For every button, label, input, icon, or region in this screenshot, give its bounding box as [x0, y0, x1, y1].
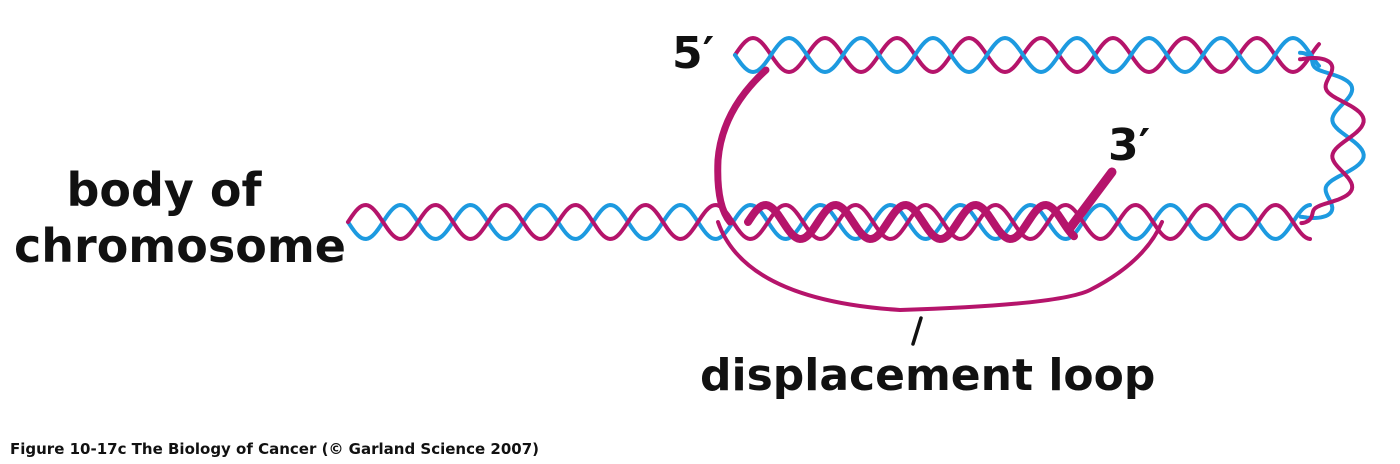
body-of-chromosome-line2: chromosome	[14, 219, 346, 273]
displaced-strand-loop	[716, 220, 1164, 313]
right-curve-helix	[1298, 50, 1366, 226]
top-strand-blue	[733, 35, 1321, 75]
five-prime-label: 5′	[672, 28, 715, 79]
invading-3prime-strand	[744, 200, 1078, 244]
top-strand-magenta	[733, 35, 1321, 75]
five-prime-strand-end	[714, 66, 770, 226]
top-double-helix	[733, 35, 1321, 75]
invading-strand-thick	[744, 200, 1078, 244]
body-of-chromosome-line1: body of	[66, 163, 262, 217]
right-strand-magenta	[1298, 56, 1366, 226]
three-prime-label: 3′	[1108, 120, 1151, 171]
displacement-loop-pointer	[911, 316, 923, 346]
body-of-chromosome-label: body of chromosome	[14, 162, 346, 274]
figure-caption: Figure 10-17c The Biology of Cancer (© G…	[10, 440, 539, 458]
three-prime-strand-tail	[1065, 167, 1117, 233]
displacement-loop-label: displacement loop	[700, 350, 1156, 401]
bottom-strand-magenta	[346, 202, 1312, 242]
